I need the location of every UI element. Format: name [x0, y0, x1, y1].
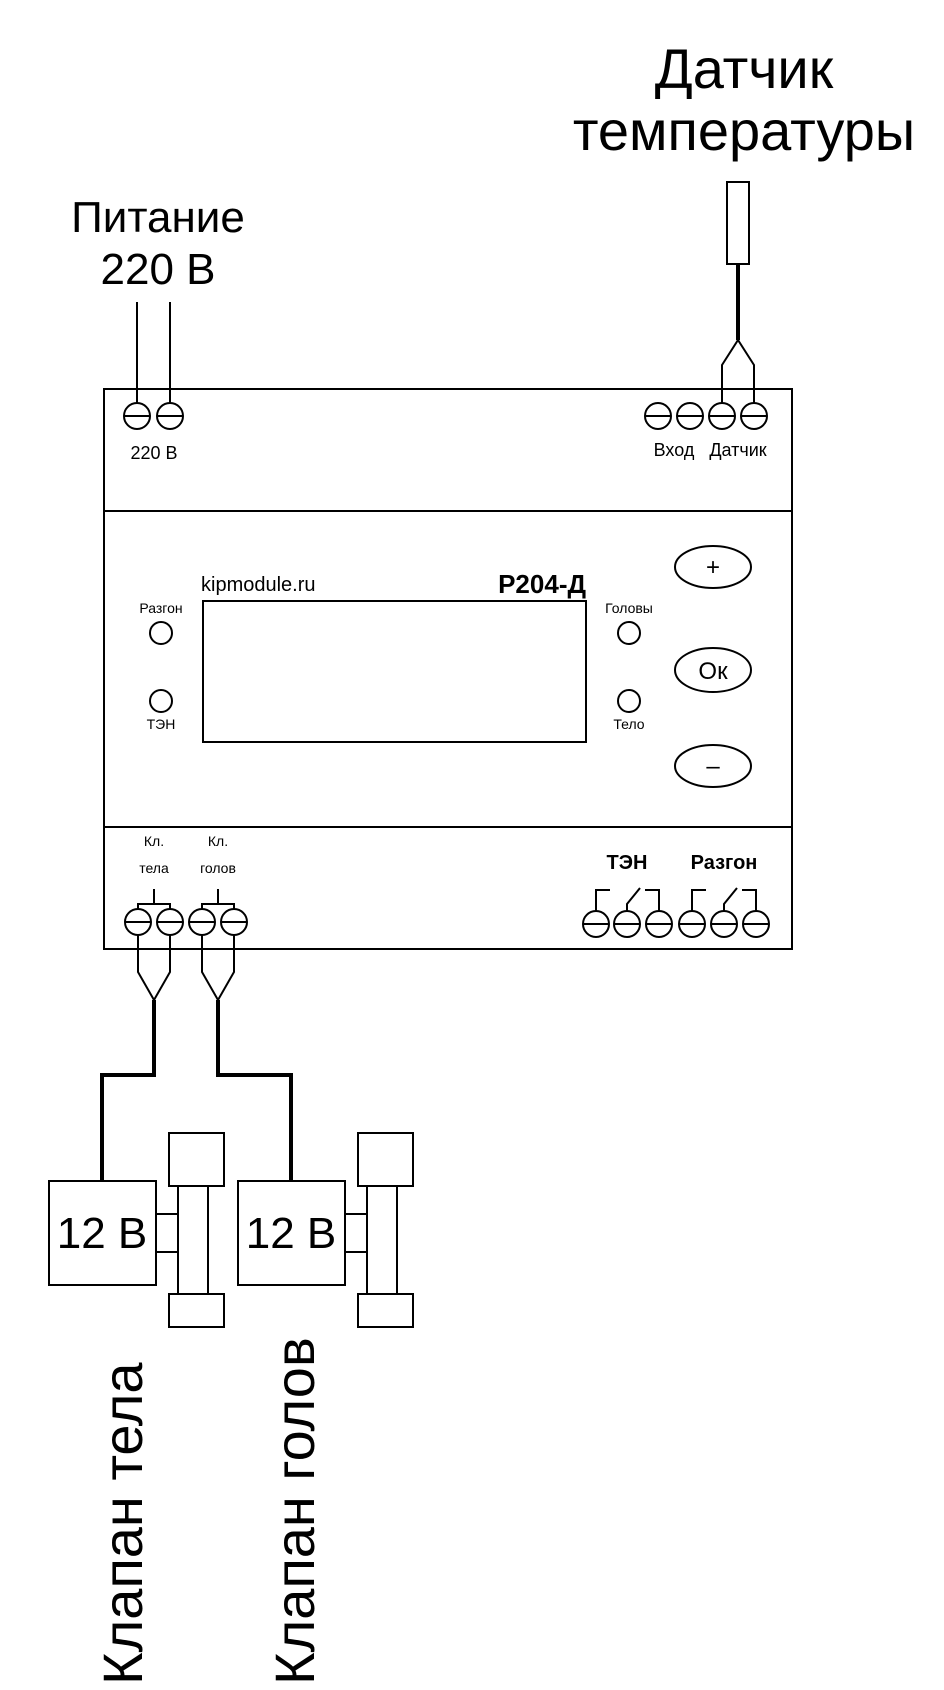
- sensor-cable-split: [721, 338, 755, 403]
- led-razgon-label: Разгон: [139, 600, 182, 616]
- terminal-power-2: [156, 402, 184, 430]
- terminal-razgon-2: [710, 910, 738, 938]
- terminal-ten-1: [582, 910, 610, 938]
- plus-button-label: +: [706, 554, 720, 581]
- valve-golov-cable: [216, 1000, 293, 1181]
- ok-button[interactable]: Ок: [674, 647, 752, 693]
- terminal-power-label: 220 В: [130, 443, 177, 463]
- terminal-kl-golov-1: [188, 908, 216, 936]
- terminal-sensor-2: [740, 402, 768, 430]
- valve-golov: 12 В: [237, 1132, 414, 1328]
- relay-razgon-label: Разгон: [691, 852, 758, 874]
- ok-button-label: Ок: [698, 658, 728, 685]
- terminal-ten-3: [645, 910, 673, 938]
- terminal-sensor-label: Датчик: [709, 440, 766, 460]
- valve-tela-wire-split: [137, 935, 171, 1003]
- valve-golov-wire-split: [201, 935, 235, 1003]
- led-ten: [149, 689, 173, 713]
- terminal-kl-tela-1: [124, 908, 152, 936]
- terminal-kl-golov-2: [220, 908, 248, 936]
- kl-golov-label-2: голов: [200, 860, 236, 876]
- valve-golov-voltage: 12 В: [246, 1209, 337, 1258]
- brand-label: kipmodule.ru: [201, 574, 316, 596]
- controller-housing: [103, 388, 793, 950]
- minus-button[interactable]: –: [674, 744, 752, 788]
- terminal-input-1: [644, 402, 672, 430]
- terminal-power-1: [123, 402, 151, 430]
- led-ten-label: ТЭН: [147, 716, 176, 732]
- led-golovy: [617, 621, 641, 645]
- led-golovy-label: Головы: [605, 600, 653, 616]
- power-label-line2: 220 В: [101, 245, 216, 294]
- valve-tela-caption: Клапан тела: [91, 1362, 154, 1685]
- minus-button-label: –: [706, 753, 720, 780]
- display-screen: [202, 600, 587, 743]
- led-razgon: [149, 621, 173, 645]
- kl-tela-label-1: Кл.: [144, 833, 164, 849]
- terminal-ten-2: [613, 910, 641, 938]
- plus-button[interactable]: +: [674, 545, 752, 589]
- valve-tela: 12 В: [48, 1132, 225, 1328]
- sensor-label-line1: Датчик: [655, 37, 834, 100]
- valve-golov-caption: Клапан голов: [263, 1337, 326, 1685]
- model-label: Р204-Д: [498, 569, 586, 599]
- terminal-razgon-1: [678, 910, 706, 938]
- valve-tela-cable: [100, 1000, 156, 1181]
- led-telo-label: Тело: [613, 716, 644, 732]
- kl-tela-label-2: тела: [139, 860, 169, 876]
- sensor-label-line2: температуры: [573, 99, 915, 162]
- valve-tela-voltage: 12 В: [57, 1209, 148, 1258]
- terminal-input-2: [676, 402, 704, 430]
- terminal-sensor-1: [708, 402, 736, 430]
- terminal-kl-tela-2: [156, 908, 184, 936]
- kl-golov-label-1: Кл.: [208, 833, 228, 849]
- terminal-input-label: Вход: [654, 440, 695, 460]
- relay-ten-label: ТЭН: [607, 852, 648, 874]
- power-label-line1: Питание: [71, 193, 245, 242]
- terminal-razgon-3: [742, 910, 770, 938]
- led-telo: [617, 689, 641, 713]
- temperature-sensor-probe: [726, 181, 750, 265]
